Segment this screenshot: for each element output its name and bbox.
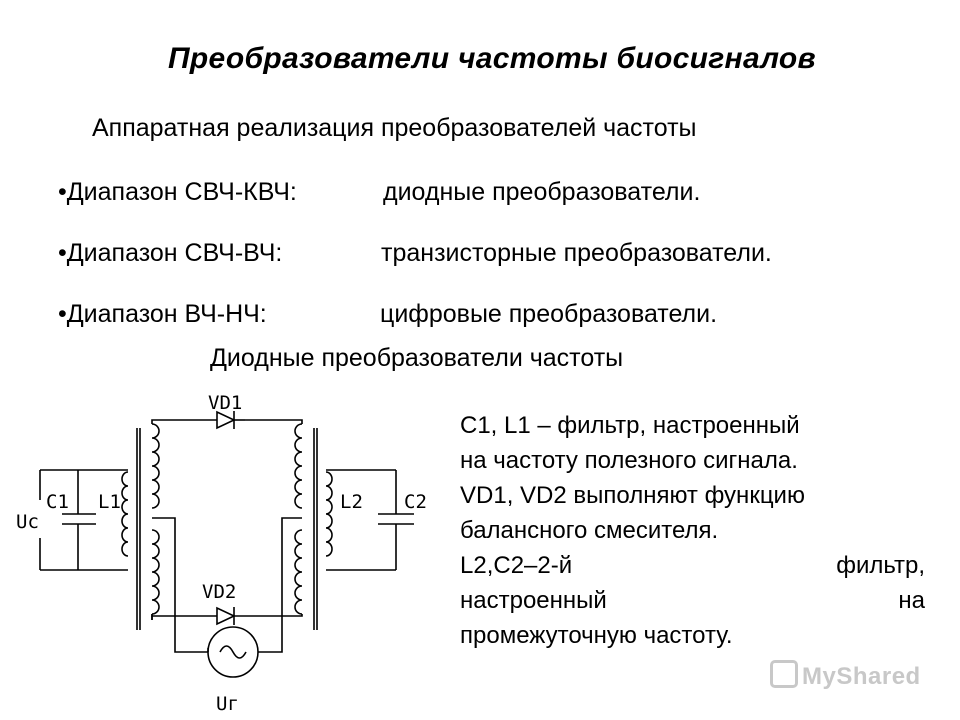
diode-icon (216, 606, 236, 626)
range-description: диодные преобразователи. (383, 178, 701, 206)
vd1-branch: VD1 (151, 392, 303, 430)
description-line: промежуточную частоту. (460, 622, 733, 649)
ac-source-icon (207, 626, 259, 678)
range-label: •Диапазон ВЧ-НЧ: (58, 300, 267, 328)
vd2-label: VD2 (202, 581, 236, 603)
l1-label: L1 (98, 491, 121, 513)
inductor-icon (294, 423, 333, 630)
range-label: •Диапазон СВЧ-ВЧ: (58, 239, 283, 267)
diode-mixer-circuit: VD1 Uc C1 L1 (16, 392, 427, 715)
capacitor-icon (378, 513, 414, 525)
watermark-text: MyShared (802, 663, 921, 690)
description-line: балансного смесителя. (460, 517, 719, 544)
input-circuit: Uc C1 L1 (16, 469, 128, 571)
subtitle: Аппаратная реализация преобразователей ч… (92, 114, 697, 142)
description-line: C1, L1 – фильтр, настроенный (460, 412, 800, 439)
watermark-icon (770, 660, 798, 688)
vd1-label: VD1 (208, 392, 242, 414)
circuit-description: C1, L1 – фильтр, настроенный на частоту … (460, 408, 925, 653)
c1-label: C1 (46, 491, 69, 513)
range-description: транзисторные преобразователи. (381, 239, 772, 267)
description-line: настроенный на (460, 587, 925, 614)
inductor-icon (121, 423, 160, 630)
vd2-branch: VD2 (151, 581, 303, 626)
uc-label: Uc (16, 511, 39, 533)
page-title: Преобразователи частоты биосигналов (168, 42, 816, 75)
c2-label: C2 (404, 491, 427, 513)
description-line: на частоту полезного сигнала. (460, 447, 798, 474)
ug-label: Uг (216, 693, 239, 715)
capacitor-icon (62, 513, 96, 525)
description-line: L2,C2–2-й фильтр, (460, 552, 925, 579)
description-line: VD1, VD2 выполняют функцию (460, 482, 805, 509)
watermark: MyShared (770, 660, 921, 691)
range-label: •Диапазон СВЧ-КВЧ: (58, 178, 297, 206)
l2-label: L2 (340, 491, 363, 513)
output-circuit: L2 C2 (326, 469, 427, 571)
range-description: цифровые преобразователи. (380, 300, 718, 328)
section-heading: Диодные преобразователи частоты (210, 344, 624, 372)
